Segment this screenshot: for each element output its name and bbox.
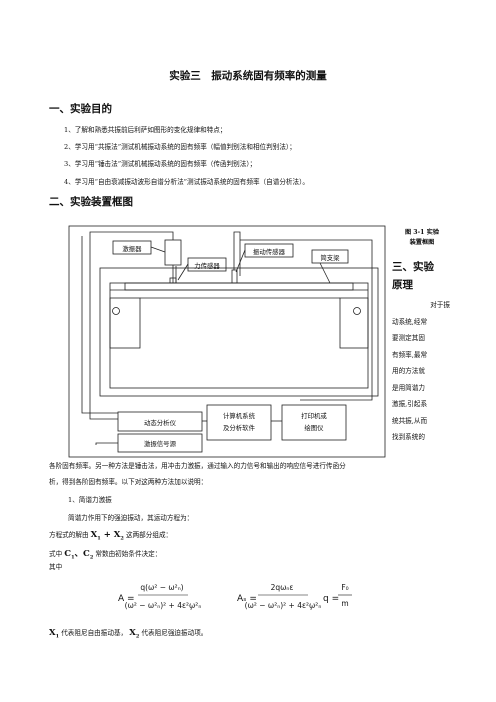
purpose-item-3: 3、学习用“锤击法”测试机械振动系统的固有频率（传函判别法）； <box>64 160 257 168</box>
wire-exciter-source <box>89 231 174 420</box>
right-support <box>339 297 369 349</box>
left-support <box>109 297 141 349</box>
para-constants: 式中 C1、C2 常数由初始条件决定： <box>49 549 162 561</box>
purpose-item-2: 2、学习用“共振法”测试机械振动系统的固有频率（幅值判别法和相位判别法）； <box>64 143 296 151</box>
para-solution: 方程式的解由 X1 + X2 这两部分组成： <box>49 530 173 542</box>
instrument-frame <box>99 267 379 397</box>
svg-text:(ω² − ω²ₙ)² + 4ε²ω²ₙ: (ω² − ω²ₙ)² + 4ε²ω²ₙ <box>125 601 202 610</box>
label-computer-2: 及分析软件 <box>223 423 256 432</box>
printer-box <box>281 404 347 441</box>
right-bolt-icon <box>353 307 361 315</box>
label-force-sensor: 力传感器 <box>194 261 220 270</box>
section-heading-purpose: 一、实验目的 <box>49 103 112 115</box>
label-beam: 简支梁 <box>320 253 340 262</box>
svg-text:A =: A = <box>118 594 135 604</box>
principle-cont-1: 各阶固有频率。另一种方法是锤击法，用冲击力激振，通过输入的力信号和输出的响应信号… <box>49 462 346 470</box>
sensor-post <box>231 269 238 284</box>
svg-text:,: , <box>310 602 312 611</box>
beam-plate <box>124 282 354 291</box>
svg-text:m: m <box>341 599 348 608</box>
svg-text:,: , <box>190 602 192 611</box>
svg-text:2qωₙε: 2qωₙε <box>271 583 294 592</box>
analyzer-box <box>117 411 203 432</box>
label-box-beam <box>311 249 349 264</box>
svg-text:q(ω² − ω²ₙ): q(ω² − ω²ₙ) <box>140 583 183 592</box>
label-vibration-sensor: 振动传感器 <box>253 247 286 256</box>
svg-text:q =: q = <box>323 594 339 604</box>
para-motion-equation: 简谐力作用下的强迫振动，其运动方程为： <box>68 514 194 522</box>
principle-side-text: 对于振 动系统,经常 要测定其固 有频率,最常 用的方法就 是用简谐力 激振,引… <box>392 301 450 441</box>
purpose-item-1: 1、了解和熟悉共振前后利萨如图形的变化规律和特点； <box>64 126 227 134</box>
label-printer-2: 绘图仪 <box>304 423 324 432</box>
para-x-terms: X1 代表阻尼自由振动基， X2 代表阻尼强迫振动项。 <box>49 628 208 640</box>
label-exciter: 激振器 <box>122 244 142 253</box>
left-bolt-icon <box>112 307 120 315</box>
label-box-exciter <box>112 240 152 255</box>
principle-cont-2: 析，得到各阶固有频率。以下对这两种方法加以说明： <box>49 478 208 486</box>
computer-box <box>206 404 272 441</box>
para-where: 其中 <box>49 563 63 571</box>
svg-text:(ω² − ω²ₙ)² + 4ε²ω²ₙ: (ω² − ω²ₙ)² + 4ε²ω²ₙ <box>245 601 322 610</box>
purpose-item-4: 4、学习用“自由衰减振动波形自谱分析法”测试振动系统的固有频率（自谱分析法）。 <box>64 178 310 186</box>
page-title: 实验三 振动系统固有频率的测量 <box>169 70 327 82</box>
label-analyzer: 动态分析仪 <box>144 418 177 427</box>
svg-text:F₀: F₀ <box>341 583 348 592</box>
figure-caption: 图 3-1 实验 装置框图 <box>404 229 440 246</box>
section-heading-apparatus: 二、实验装置框图 <box>49 196 133 208</box>
subheading-harmonic: 1、简谐力激振 <box>68 496 112 504</box>
section-heading-principle: 三、实验 原理 <box>392 261 434 291</box>
label-computer-1: 计算机系统 <box>223 411 256 420</box>
svg-text:Aₛ =: Aₛ = <box>237 594 257 604</box>
outer-frame <box>68 225 386 458</box>
label-signal-source: 激振信号源 <box>144 439 177 448</box>
label-printer-1: 打印机或 <box>301 411 327 420</box>
